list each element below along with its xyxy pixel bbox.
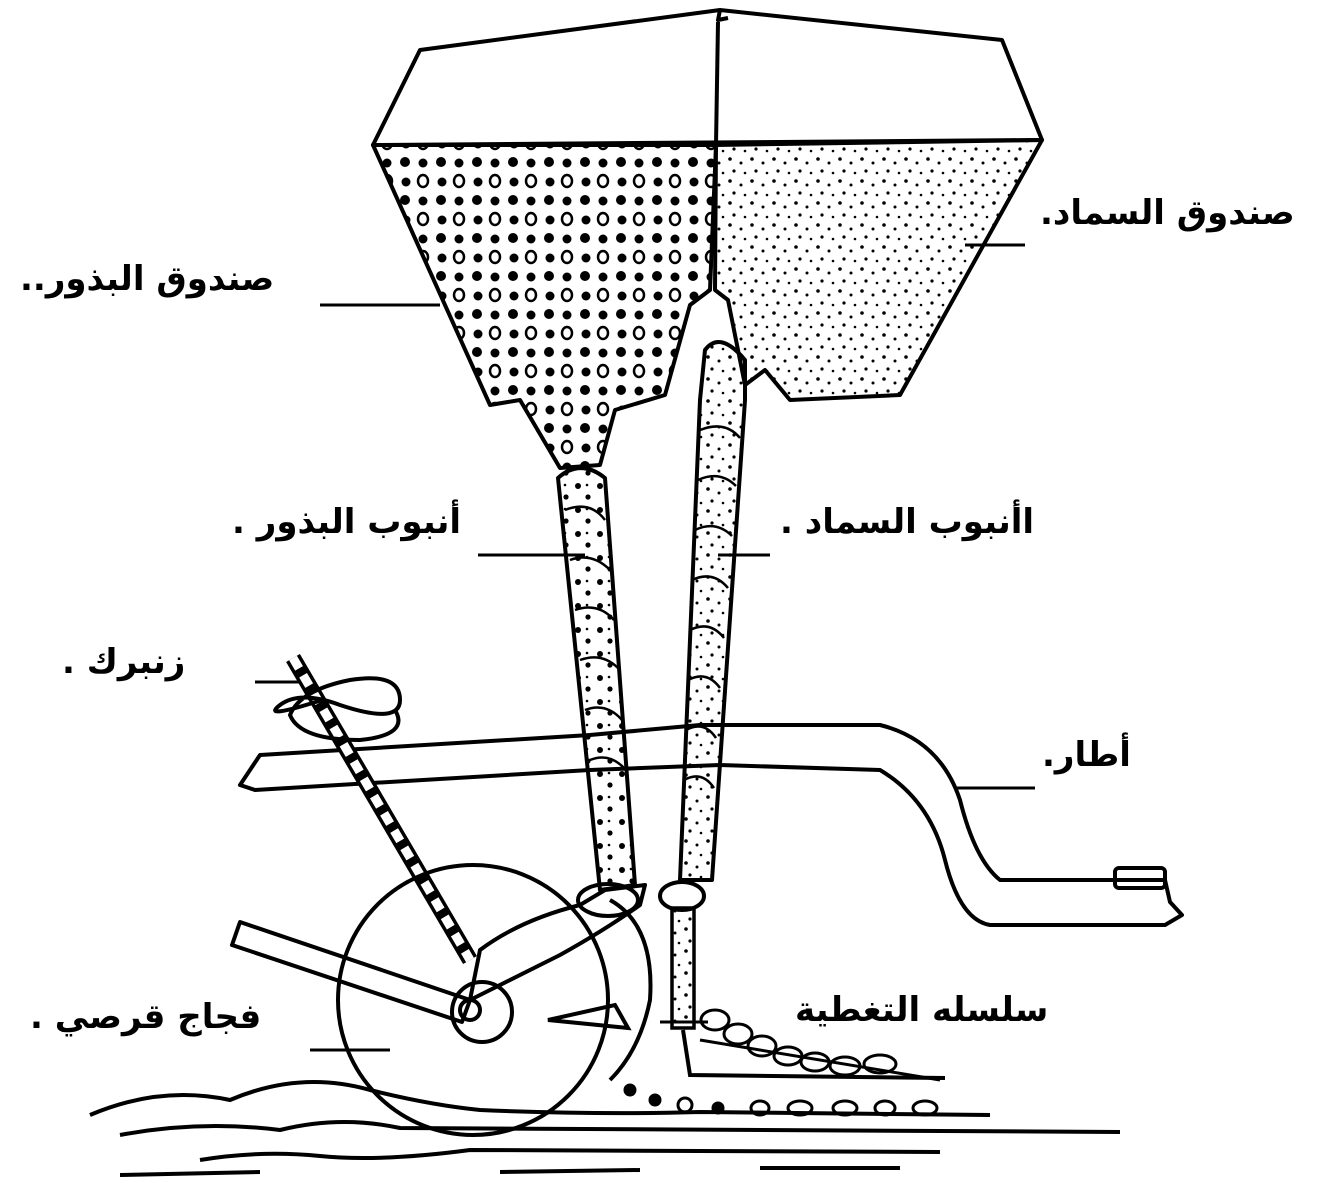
covering-chain-label: سلسله التغطية xyxy=(795,993,1048,1027)
fertilizer-hopper xyxy=(715,140,1042,400)
disc-opener-label: فجاج قرصي . xyxy=(30,1000,261,1034)
fertilizer-tube-shape xyxy=(660,342,945,1078)
seed-box-label: صندوق البذور.. xyxy=(20,262,274,296)
seed-tube-label: أنبوب البذور . xyxy=(232,505,461,539)
spring-label: زنبرك . xyxy=(62,645,185,679)
hopper-lid xyxy=(373,10,1042,145)
frame-label: أطار. xyxy=(1042,738,1131,772)
ground-shape xyxy=(90,1082,1120,1175)
dropped-seeds xyxy=(625,1085,937,1115)
seed-tube-shape xyxy=(558,468,635,890)
fertilizer-box-label: صندوق السماد. xyxy=(1040,196,1295,230)
spring-shape xyxy=(275,658,470,960)
fertilizer-tube-label: اأنبوب السماد . xyxy=(780,505,1034,539)
